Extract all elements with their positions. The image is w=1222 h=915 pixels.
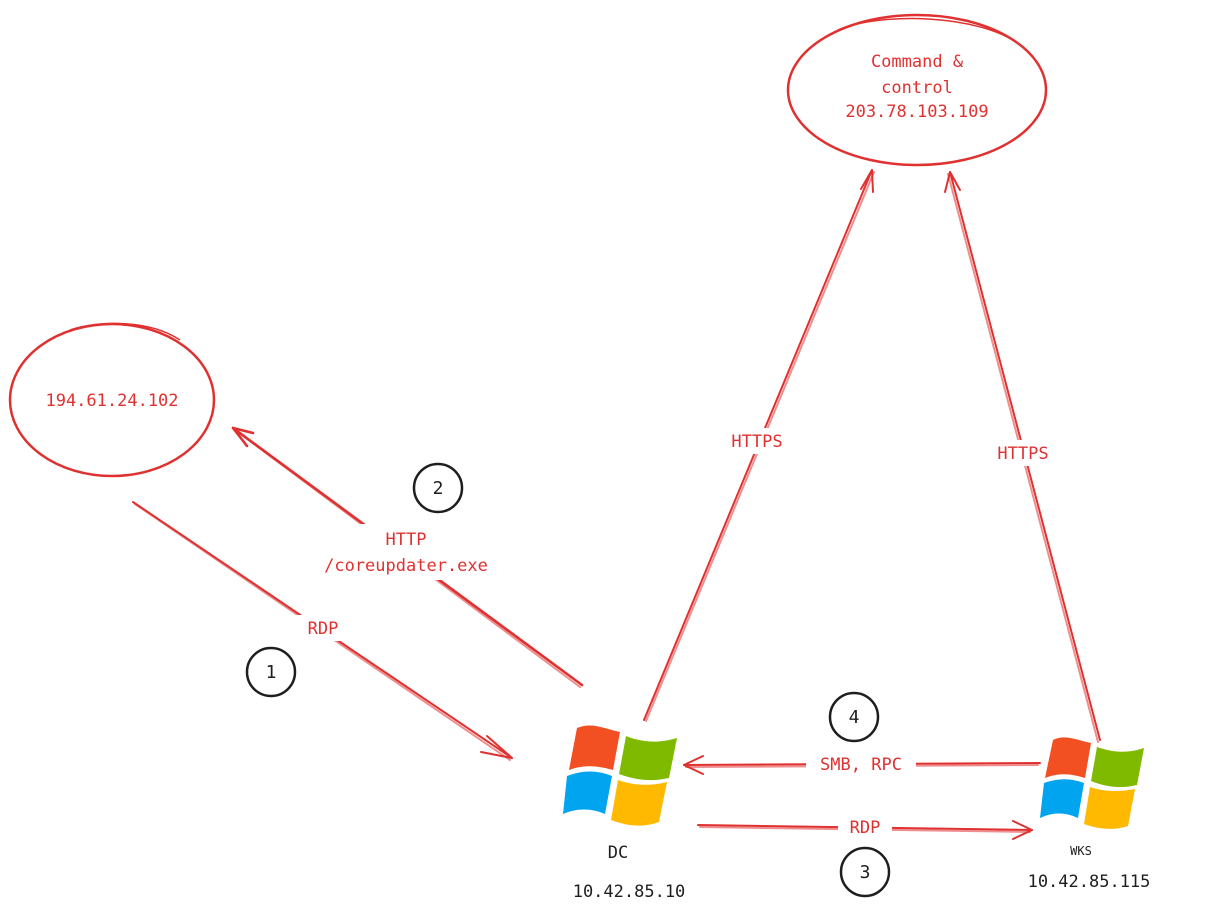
edge-label-https-dc: HTTPS — [731, 432, 782, 452]
node-external-host: 194.61.24.102 — [8, 322, 216, 478]
edge-https-wks: HTTPS — [944, 171, 1101, 743]
c2-label-line2: control — [881, 78, 953, 98]
edge-label-rdp-inbound: RDP — [308, 619, 339, 639]
step-badge-3: 3 — [839, 846, 891, 898]
svg-text:1: 1 — [266, 662, 277, 683]
svg-text:3: 3 — [860, 862, 871, 883]
edge-label-https-wks: HTTPS — [997, 444, 1048, 464]
dc-ip: 10.42.85.10 — [573, 882, 686, 902]
external-host-ip: 194.61.24.102 — [45, 391, 178, 411]
c2-label-ip: 203.78.103.109 — [845, 102, 988, 122]
edge-smb-rpc: SMB, RPC — [683, 751, 1041, 777]
step-badge-2: 2 — [412, 462, 464, 514]
svg-text:4: 4 — [849, 707, 860, 728]
edge-label-rdp-lateral: RDP — [850, 818, 881, 838]
edge-rdp-inbound: RDP — [132, 501, 513, 761]
step-badge-4: 4 — [828, 691, 880, 743]
c2-label-line1: Command & — [871, 52, 964, 72]
edge-label-http-path: /coreupdater.exe — [324, 556, 488, 576]
windows-logo-icon — [563, 725, 677, 826]
dc-name: DC — [608, 843, 628, 863]
edge-label-smb-rpc: SMB, RPC — [820, 755, 902, 775]
svg-text:2: 2 — [433, 478, 444, 499]
wks-ip: 10.42.85.115 — [1028, 872, 1151, 892]
step-badge-1: 1 — [245, 646, 297, 698]
edge-rdp-lateral: RDP — [697, 815, 1033, 840]
windows-logo-icon — [1040, 737, 1144, 829]
edge-https-dc: HTTPS — [643, 169, 875, 722]
node-command-and-control: Command & control 203.78.103.109 — [786, 13, 1048, 167]
edge-label-http: HTTP — [386, 530, 427, 550]
edge-http-download: HTTP /coreupdater.exe — [231, 426, 584, 688]
wks-name: WKS — [1070, 844, 1092, 858]
